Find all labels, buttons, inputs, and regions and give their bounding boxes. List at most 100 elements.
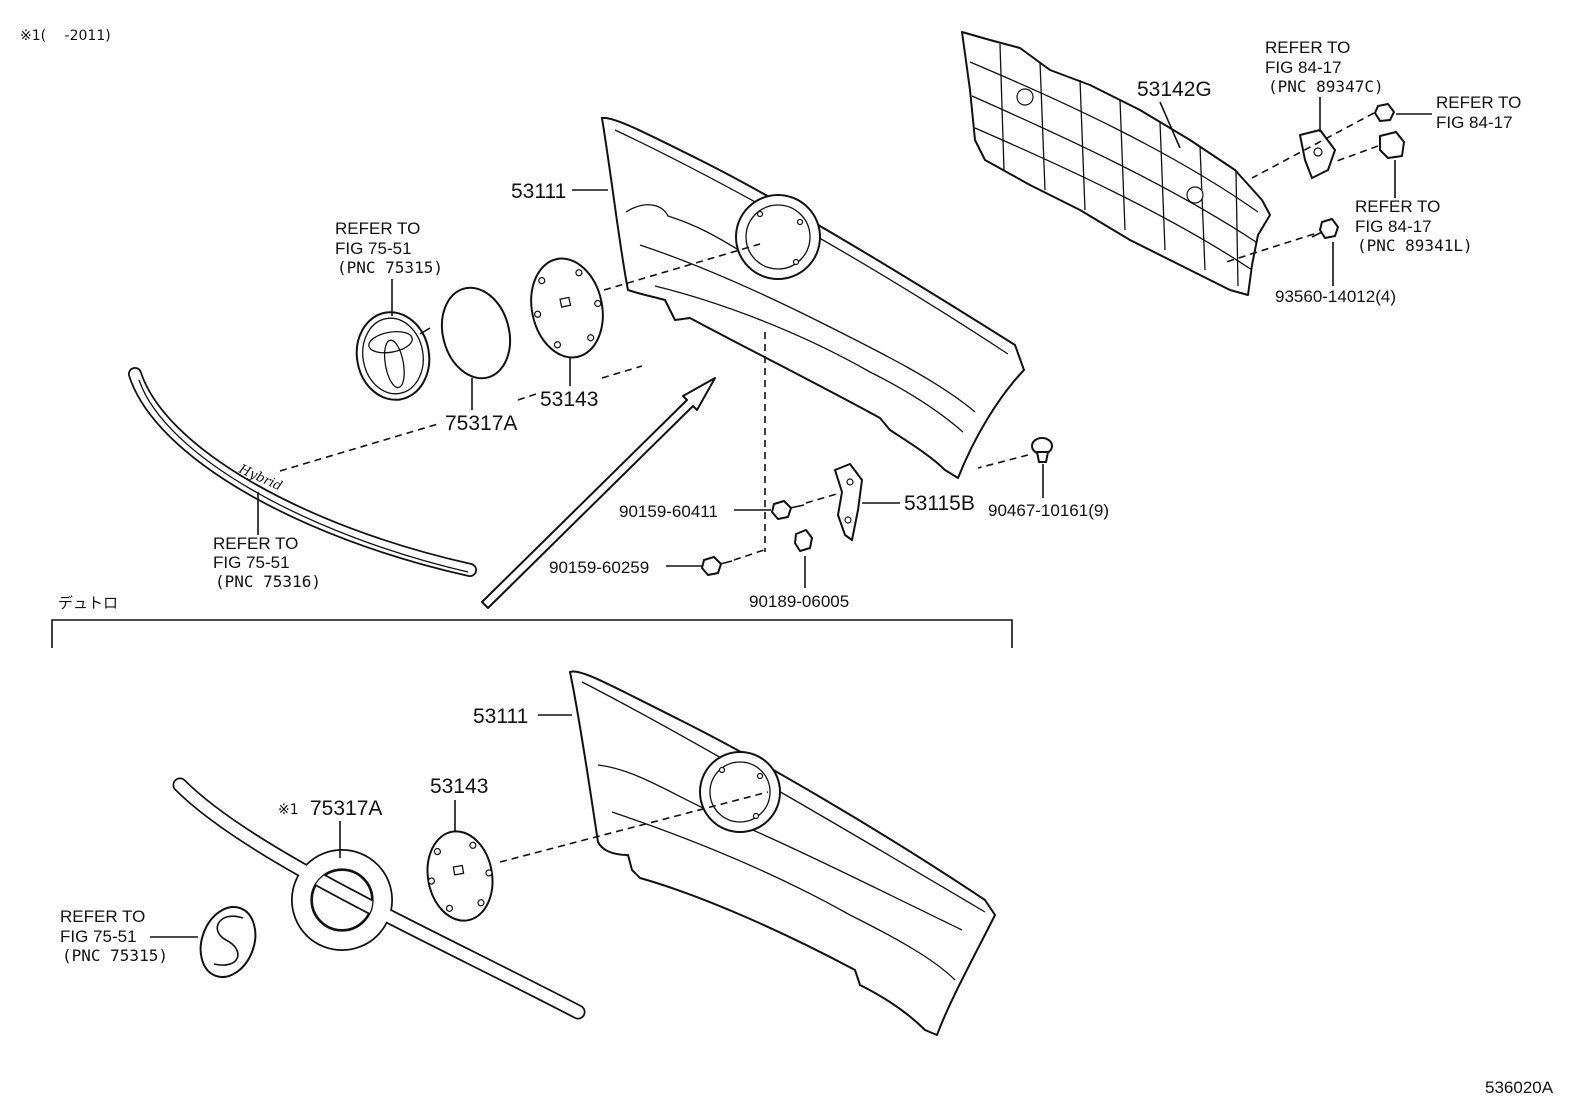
sensor-body [1379,131,1405,159]
lower-emblem-ref-pnc: (PNC 75315) [62,946,168,965]
install-line-clip [977,454,1029,469]
sensor-ref-2-line-2: FIG 84-17 [1436,113,1513,132]
lower-emblem-ref-line-2: FIG 75-51 [60,927,137,946]
hino-emblem [199,906,257,978]
leader-53142g [1159,101,1181,149]
molding-inner-edge [138,379,469,573]
nut-90189-06005 [794,529,813,552]
cover-lower-hole [469,841,477,849]
grille-upper-emblem-notch [796,218,804,226]
frame-post-3 [1079,79,1086,211]
sensor-ref-3-line-1: REFER TO [1355,197,1440,216]
part-number-53115b: 53115B [904,492,975,515]
radiator-grille-lower [569,670,996,1036]
cover-lower-tab [452,864,465,876]
grille-lower-emblem-seat [709,761,771,823]
grille-upper-emblem-seat [745,204,811,270]
install-line-sensor [1333,145,1379,163]
part-number-93560-14012: 93560-14012(4) [1275,287,1396,306]
hybrid-molding: Hybrid [128,367,477,577]
cover-upper-hole [594,299,602,308]
frame-screw-shank [1311,231,1323,238]
install-line-molding-a [279,423,439,472]
emblem-base-disk [440,286,512,380]
part-number-90159-60259: 90159-60259 [549,558,649,577]
cover-lower-hole [445,904,454,912]
molding-ref-line-2: FIG 75-51 [213,553,290,572]
lower-molding-face [174,779,584,1018]
bolt-90159-60259-head [701,556,722,576]
section-label: デュトロ [58,594,118,612]
cover-upper-hole [534,310,542,318]
bolt-90159-60259-shank [719,560,733,565]
bolt-90159-60411-shank [789,504,805,509]
cover-upper-hole [575,269,583,277]
grille-upper-emblem-notch [756,210,764,218]
cover-upper-hole [587,334,595,342]
part-number-53111-lower: 53111 [473,705,528,728]
install-line-frame-screw [1225,233,1315,263]
emblem-pin [419,327,431,335]
frame-mount-hole-right [1186,186,1204,204]
hino-emblem-mark [213,915,244,966]
cover-lower-hole [477,899,485,907]
frame-screw-head [1319,218,1339,239]
frame-rib-3 [974,127,1253,271]
variant-mark: ※1 [278,802,299,818]
grille-upper-emblem-notch [792,258,800,266]
part-number-53143-upper: 53143 [540,388,598,411]
clip-stem [1036,451,1049,463]
frame-rib-1 [969,61,1259,213]
emblem-outer-rim [355,311,431,401]
install-line-cover-upper [603,243,761,291]
toyota-emblem [355,311,431,401]
grille-lower-outline [569,670,996,1036]
frame-post-4 [1119,99,1126,231]
part-number-75317a-upper: 75317A [445,412,517,435]
install-line-bolt-b [733,549,765,561]
grille-lower-slot-2 [611,811,956,981]
section-bracket [51,619,1013,648]
part-number-90467-10161: 90467-10161(9) [988,501,1109,520]
frame-post-5 [1159,121,1166,251]
frame-post-6 [1199,145,1206,271]
emblem-ref-pnc: (PNC 75315) [337,258,443,277]
sensor-ref-1-line-2: FIG 84-17 [1265,58,1342,77]
bracket-hole [846,478,854,486]
grille-lower-emblem-notch [756,772,764,780]
part-number-75317a-lower: 75317A [310,797,382,820]
emblem-ref-line-1: REFER TO [335,219,420,238]
part-number-53111-upper: 53111 [511,180,566,203]
grille-upper-slot-3 [654,285,964,433]
part-number-90189-06005: 90189-06005 [749,592,849,611]
install-line-cover-lower [499,791,769,863]
grille-upper-emblem-ring [735,194,821,280]
grille-frame-53142g [961,31,1271,296]
sensor-ref-2-line-1: REFER TO [1436,93,1521,112]
cover-lower-hole [427,877,436,885]
emblem-inner-rim [362,317,424,395]
cover-upper-disk [530,257,604,359]
bracket-hole [844,516,852,524]
lower-molding-ring-hole [310,868,374,932]
part-number-90159-60411: 90159-60411 [619,502,718,521]
emblem-cover-lower [426,830,494,922]
lower-emblem-ref-line-1: REFER TO [60,907,145,926]
grille-lower-emblem-notch [718,766,726,774]
grille-upper-slot-1 [625,204,743,253]
frame-rib-2 [971,95,1257,243]
molding-outline [128,367,477,577]
grille-upper-slot-2 [639,244,976,413]
install-line-molding-b [517,393,537,401]
lower-molding-ring-face [292,850,392,950]
part-number-53142g: 53142G [1137,78,1212,101]
cover-lower-hole [485,869,493,877]
grille-upper-outline [601,116,1025,479]
sensor-ref-1-line-1: REFER TO [1265,38,1350,57]
emblem-ref-line-2: FIG 75-51 [335,239,412,258]
install-line-bolt-a [805,492,841,504]
part-number-53143-lower: 53143 [430,775,488,798]
cover-upper-hole [553,341,562,349]
frame-mount-hole-left [1016,88,1034,106]
